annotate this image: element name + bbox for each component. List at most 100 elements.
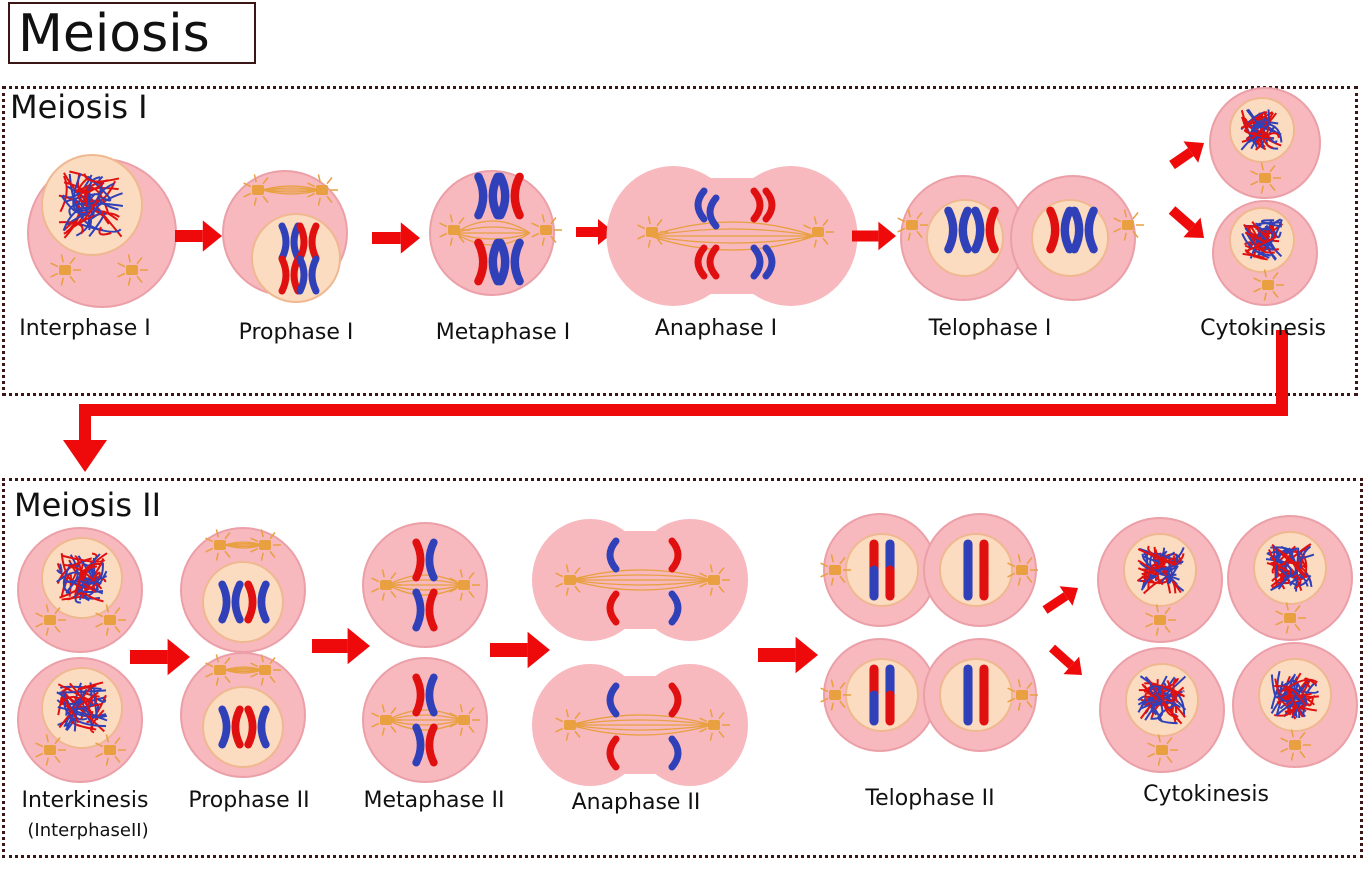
chromatid (425, 588, 438, 632)
aster-ray (1007, 687, 1016, 693)
chromatin (1144, 676, 1164, 720)
chromatin (1274, 678, 1281, 705)
aster-ray (1294, 623, 1301, 631)
chromatid (412, 723, 425, 767)
aster-ray (830, 577, 834, 586)
aster-ray (307, 192, 316, 198)
aster-ray (709, 709, 713, 718)
arrow-head (795, 636, 818, 674)
chromatin (1268, 549, 1291, 567)
chromatin (88, 211, 106, 237)
meiosis-2-heading: Meiosis II (14, 486, 162, 524)
chromatin (1270, 558, 1292, 592)
aster-ray (50, 272, 59, 278)
centriole (540, 225, 552, 235)
aster-ray (822, 219, 829, 227)
stage-label: Metaphase I (435, 320, 571, 345)
spindle-fiber (387, 714, 463, 721)
chromatid (668, 537, 682, 573)
aster-ray (114, 737, 121, 745)
aster-ray (262, 177, 269, 185)
aster-ray (468, 572, 475, 580)
centriole (380, 715, 392, 725)
aster-ray (916, 212, 923, 220)
aster-ray (1132, 212, 1139, 220)
aster-ray (1272, 272, 1279, 280)
aster-ray (45, 604, 49, 613)
aster-ray (565, 564, 569, 573)
centrosome-icon (637, 216, 668, 248)
arrow-icon (852, 221, 896, 251)
aster-ray (699, 717, 708, 723)
chromatid (944, 206, 958, 254)
chromatin (1150, 695, 1176, 716)
spindle-fiber (387, 719, 463, 726)
chromatid (668, 682, 682, 718)
stage-label: Telophase II (865, 786, 995, 811)
aster-ray (709, 564, 713, 573)
centrosome-icon (897, 209, 928, 241)
aster-ray (822, 237, 829, 245)
aster-ray (250, 547, 259, 553)
spindle-fiber (387, 584, 463, 591)
aster-ray (224, 657, 231, 665)
centrosome-icon (371, 569, 402, 601)
chromatid (474, 238, 488, 286)
aster-ray (390, 590, 397, 598)
aster-ray (45, 734, 49, 743)
chromatid (1060, 206, 1074, 254)
chromatid (762, 244, 776, 280)
spindle-fiber (569, 714, 713, 726)
chromatin (1154, 549, 1182, 594)
aster-ray (269, 532, 276, 540)
aster-ray (1113, 227, 1122, 233)
centriole (708, 575, 720, 585)
centriole (1016, 690, 1028, 700)
chromatin (77, 681, 104, 690)
aster-ray (105, 757, 109, 766)
spindle-fiber (224, 669, 263, 674)
aster-ray (718, 730, 725, 738)
aster-ray (830, 679, 834, 688)
chromatid (606, 682, 620, 718)
aster-ray (1285, 602, 1289, 611)
chromatid (606, 590, 620, 626)
aster-ray (381, 727, 385, 736)
aster-ray (317, 197, 321, 206)
arrow-head (598, 219, 614, 245)
aster-ray (1164, 607, 1171, 615)
chromatin (1147, 545, 1179, 565)
chromatin (1250, 112, 1278, 141)
chromatin (63, 181, 88, 206)
aster-ray (1017, 702, 1021, 711)
aster-ray (390, 572, 397, 580)
chromatin (56, 563, 63, 575)
chromatid (278, 255, 290, 295)
chromosome-x (278, 255, 302, 295)
centriole (812, 227, 824, 237)
chromatin (60, 696, 80, 724)
aster-ray (468, 725, 475, 733)
spindle-fiber (569, 724, 713, 731)
chromatin (61, 554, 106, 563)
aster-ray (531, 232, 540, 238)
centriole (252, 185, 264, 195)
aster-ray (449, 577, 458, 583)
nucleus (202, 561, 284, 643)
chromatin (1143, 679, 1159, 695)
aster-ray (439, 222, 448, 228)
spindle-fiber (387, 719, 463, 731)
chromatid (308, 222, 320, 262)
aster-ray (54, 607, 61, 615)
nucleus (939, 658, 1013, 732)
aster-ray (105, 627, 109, 636)
chromatin (58, 221, 84, 235)
aster-ray (897, 217, 906, 223)
aster-ray (269, 657, 276, 665)
centriole (829, 565, 841, 575)
aster-ray (35, 622, 44, 628)
aster-ray (839, 557, 846, 565)
aster-ray (459, 592, 463, 601)
nucleus (202, 686, 284, 768)
aster-ray (1290, 729, 1294, 738)
